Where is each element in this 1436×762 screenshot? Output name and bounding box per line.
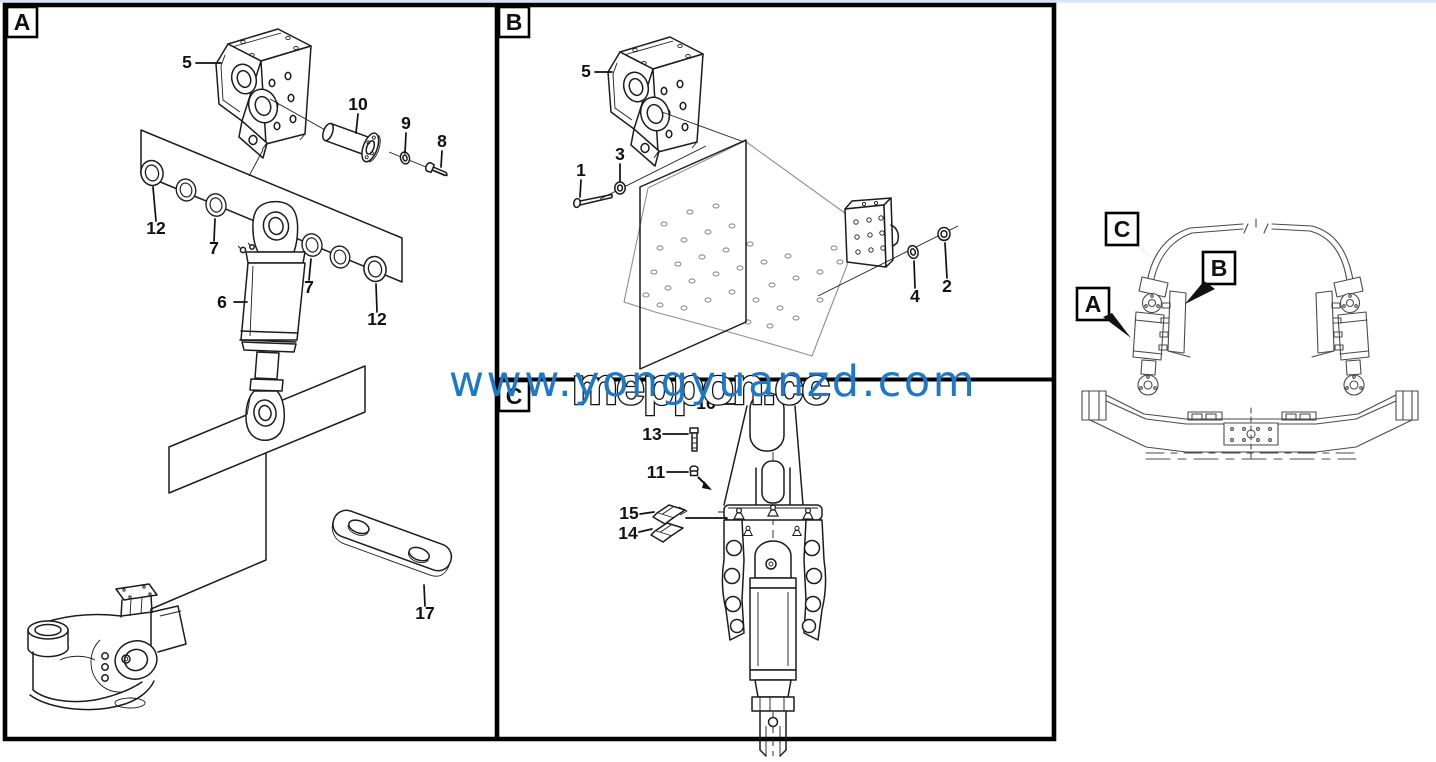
part-seal-12-left xyxy=(137,157,167,189)
ref-c-arrow xyxy=(1129,239,1160,264)
overview-ref-tags: C B A xyxy=(1075,211,1237,338)
callout-b5: 5 xyxy=(581,61,591,81)
ref-a-arrow xyxy=(1103,313,1131,338)
callout-10: 10 xyxy=(348,94,368,114)
panel-a-tag-box xyxy=(5,5,39,39)
part-cylinder-rod-end xyxy=(245,390,285,441)
callout-16: 16 xyxy=(696,393,716,413)
ref-b-box xyxy=(1201,250,1237,286)
callout-7-right: 7 xyxy=(304,277,314,297)
panel-a-callouts: 5 10 9 8 12 7 6 7 12 17 xyxy=(146,52,447,623)
ref-b: B xyxy=(1211,255,1228,281)
ref-c: C xyxy=(1114,216,1131,242)
part-bracket-5b xyxy=(607,36,745,167)
panel-c-callouts: 16 13 11 15 14 xyxy=(618,393,741,543)
part-nut-3 xyxy=(614,181,626,195)
part-sleeve-10 xyxy=(322,122,381,163)
assembly-overview: C B A xyxy=(1075,211,1419,463)
callout-15: 15 xyxy=(619,503,639,523)
knuckle-assembly-drawing xyxy=(718,392,827,757)
part-seal-12-right xyxy=(360,253,390,285)
callout-2: 2 xyxy=(942,276,952,296)
part-bolt-1 xyxy=(572,193,613,209)
panel-b-tag: B xyxy=(506,9,523,35)
callout-12-left: 12 xyxy=(146,218,166,238)
small-bracket-drawing xyxy=(844,197,900,268)
part-clip-15 xyxy=(652,504,688,525)
watermark-brand-text: meppon.cc xyxy=(572,358,830,416)
part-grease-fitting-11 xyxy=(689,465,712,490)
callout-4: 4 xyxy=(910,286,920,306)
part-bushing-7-a xyxy=(173,176,199,204)
part-bolt-8 xyxy=(424,161,448,177)
callout-13: 13 xyxy=(642,424,662,444)
overview-frame-beam xyxy=(1081,390,1419,463)
part-clip-14 xyxy=(650,522,684,543)
callout-14: 14 xyxy=(618,523,638,543)
panel-c-tag: C xyxy=(506,383,523,409)
callout-3: 3 xyxy=(615,144,625,164)
callout-8: 8 xyxy=(437,131,447,151)
panel-frames xyxy=(2,2,1057,742)
overview-bracket-plates xyxy=(1158,290,1344,358)
mounting-plane-b xyxy=(639,139,747,370)
part-bushing-7-b xyxy=(202,191,230,219)
panel-a: A xyxy=(5,5,453,711)
overview-shock-right xyxy=(1333,276,1370,396)
callout-7-left: 7 xyxy=(209,238,219,258)
axis-line-4-2 xyxy=(817,225,959,297)
part-nut-2 xyxy=(937,226,951,242)
callout-11: 11 xyxy=(647,462,666,482)
panel-b: B xyxy=(497,5,959,370)
top-artifact-line xyxy=(0,0,1436,3)
panel-c-tag-box xyxy=(497,379,531,413)
axle-housing-drawing xyxy=(27,583,187,711)
part-link-plate-17 xyxy=(331,509,453,577)
callout-5: 5 xyxy=(182,52,192,72)
part-washer-4 xyxy=(907,244,919,260)
watermark: meppon.cc www.yongyuanzd.com xyxy=(449,357,977,418)
panel-a-tag: A xyxy=(14,9,31,35)
watermark-url-text: www.yongyuanzd.com xyxy=(449,357,977,407)
callout-6: 6 xyxy=(217,292,227,312)
perforated-plate-drawing xyxy=(623,139,861,370)
callout-1: 1 xyxy=(576,160,586,180)
part-bushing-7-d xyxy=(327,243,353,271)
part-washer-9 xyxy=(399,151,411,165)
part-cylinder-6 xyxy=(237,200,306,392)
mounting-plane-upper xyxy=(140,129,403,283)
overview-shock-left xyxy=(1132,276,1169,396)
callout-12-right: 12 xyxy=(367,309,387,329)
ref-a-box xyxy=(1075,286,1111,322)
part-bracket-5 xyxy=(215,28,328,177)
panel-b-callouts: 5 1 3 4 2 xyxy=(576,61,952,306)
ref-b-arrow xyxy=(1185,281,1215,304)
mounting-plane-lower xyxy=(168,365,366,494)
panel-b-tag-box xyxy=(497,5,531,39)
ref-c-box xyxy=(1104,211,1140,247)
part-bolt-13 xyxy=(689,427,699,452)
callout-17: 17 xyxy=(415,603,434,623)
plate-holes xyxy=(642,203,844,329)
ref-a: A xyxy=(1085,291,1102,317)
callout-9: 9 xyxy=(401,113,411,133)
panel-c: C xyxy=(497,379,827,757)
